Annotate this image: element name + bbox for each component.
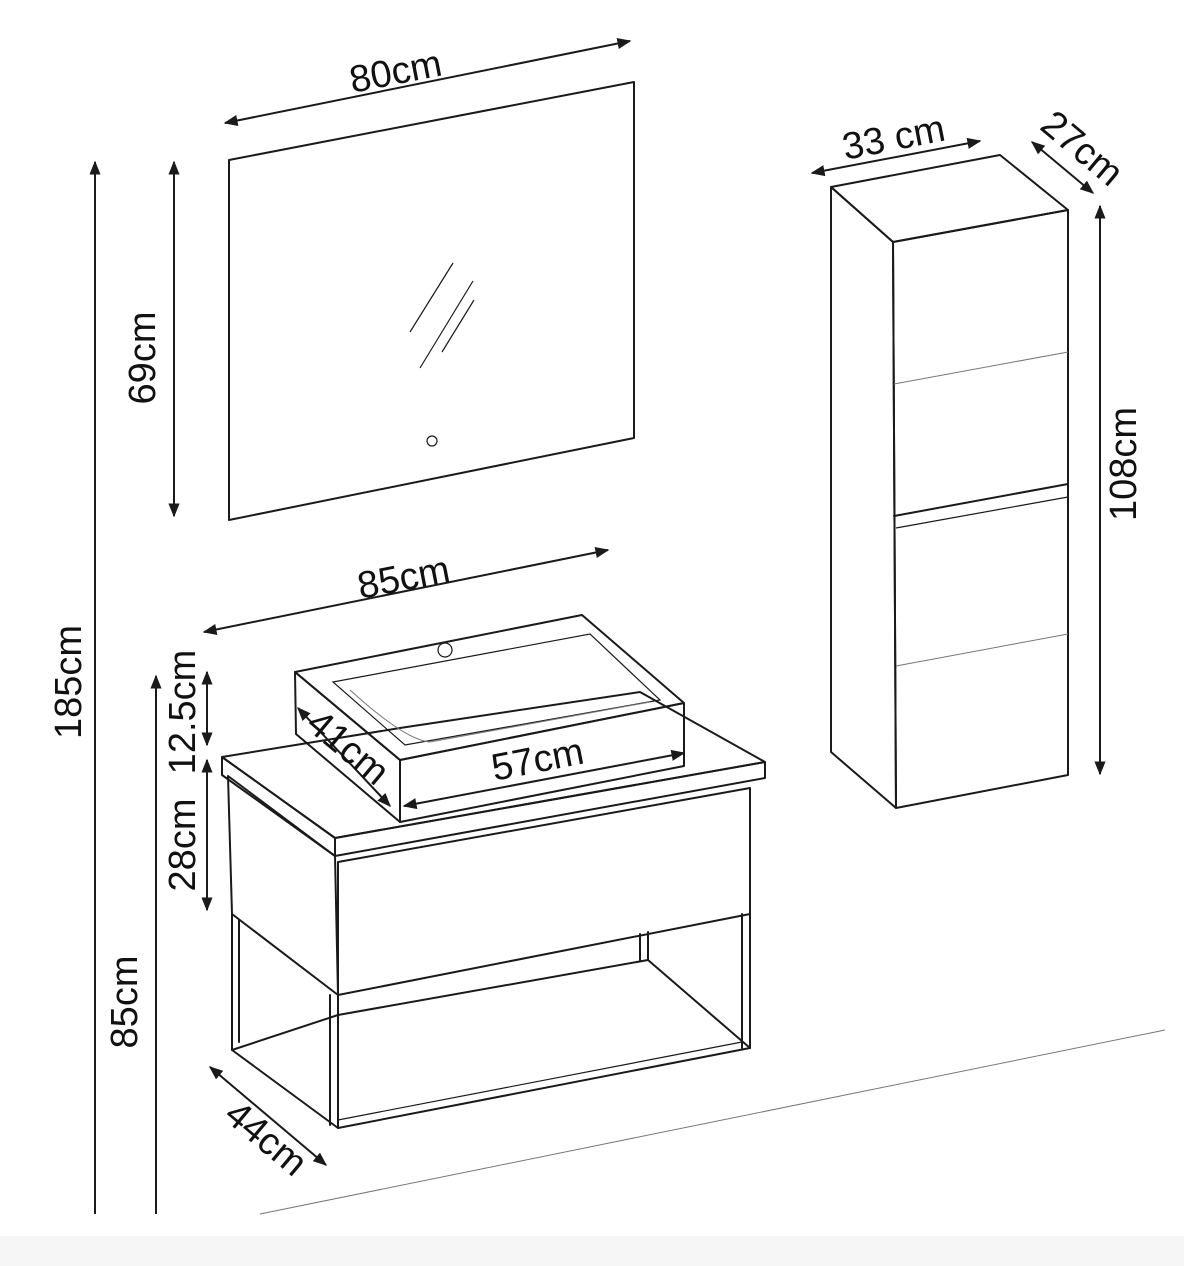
- vanity-height-label: 85cm: [104, 956, 146, 1049]
- floor-line: [259, 1029, 1166, 1215]
- vanity-width-label: 85cm: [354, 549, 453, 608]
- cabinet-height-label: 108cm: [1103, 407, 1145, 521]
- mirror-touch-sensor-icon: [426, 435, 438, 447]
- tap-hole-icon: [437, 642, 453, 658]
- basin-height-label: 12.5cm: [162, 650, 204, 775]
- cabinet-width-label: 33 cm: [839, 108, 949, 169]
- mirror-width-label: 80cm: [346, 43, 445, 102]
- vessel-basin: [294, 614, 685, 823]
- cabinet-depth-label: 27cm: [1033, 103, 1131, 195]
- mirror: [228, 81, 635, 521]
- dimension-lines: [89, 38, 1106, 1214]
- bottom-strip: [0, 1236, 1184, 1266]
- vanity-depth-label: 44cm: [217, 1093, 315, 1185]
- total-height-label: 185cm: [48, 625, 90, 739]
- drawer-height-label: 28cm: [162, 799, 204, 892]
- mirror-height-label: 69cm: [122, 312, 164, 405]
- tall-cabinet: [830, 154, 1069, 809]
